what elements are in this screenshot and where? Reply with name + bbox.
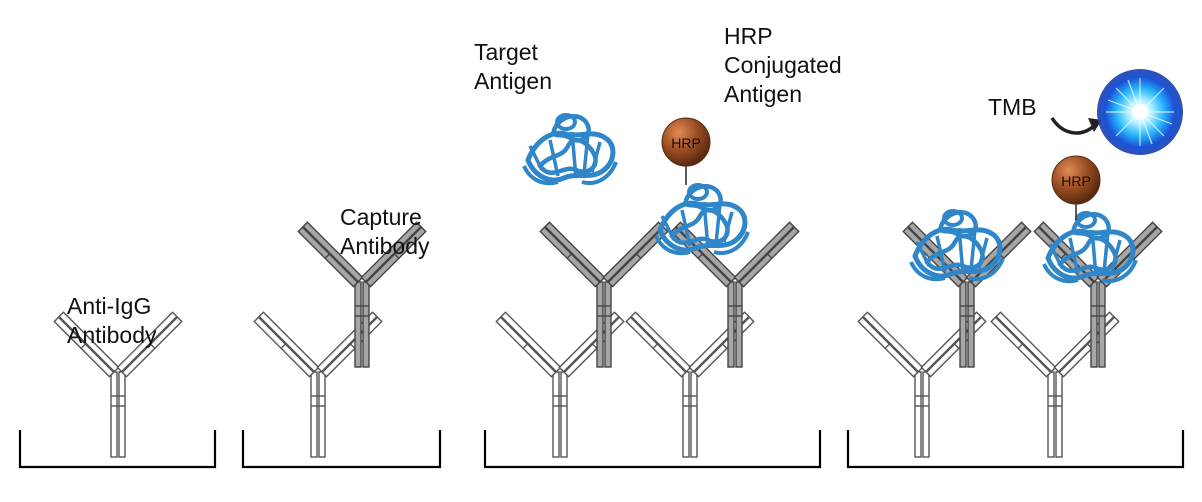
hrp-bead-label: HRP (1061, 173, 1091, 189)
tmb-signal-icon (1097, 69, 1183, 155)
antigens (524, 115, 1136, 281)
well-2 (241, 430, 442, 469)
antigen-icon (524, 115, 616, 183)
arrow-icon (1050, 116, 1102, 135)
well-1 (18, 430, 217, 469)
hrp-bead-icon: HRP (661, 117, 711, 167)
well-4 (846, 430, 1185, 469)
capture-antibody-label: Capture Antibody (340, 204, 430, 259)
anti-igg-label: Anti-IgG Antibody (67, 293, 157, 348)
hrp-bead-label: HRP (671, 135, 701, 151)
tmb-label: TMB (988, 94, 1037, 120)
plate-wells (18, 430, 1185, 469)
hrp-bead-icon: HRP (1051, 155, 1101, 205)
capture-antibody (539, 221, 669, 368)
target-antigen-label: Target Antigen (474, 39, 553, 94)
well-3 (483, 430, 822, 469)
hrp-conjugated-antigen-label: HRP Conjugated Antigen (724, 23, 842, 107)
